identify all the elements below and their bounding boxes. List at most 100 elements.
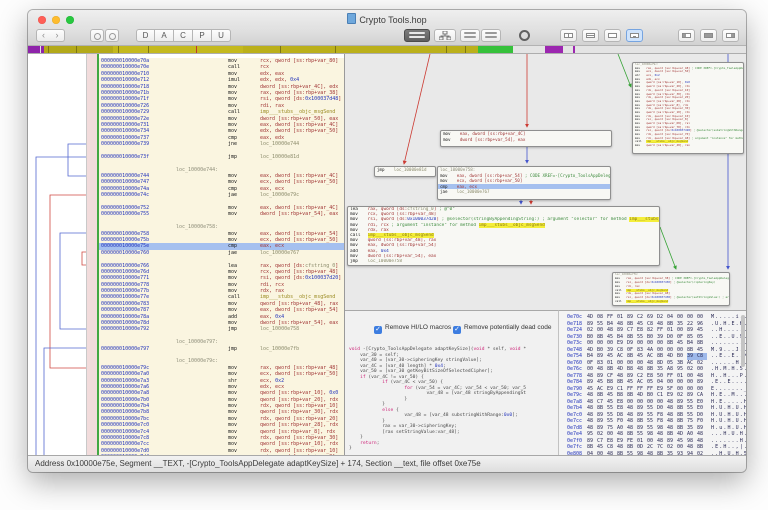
hex-row[interactable]: 0e7d8488975A048895598488B3589H.u.H.U.H.5… xyxy=(567,424,746,431)
hexdump-pane[interactable]: 0e70c4D08FF0189C269D204000000M.....i....… xyxy=(558,310,746,455)
tag-filter-button-2[interactable] xyxy=(481,29,501,42)
hex-row[interactable]: 0e754B48945AC8B45AC8B4DB039C8..E..E..M.9… xyxy=(559,353,746,360)
next-segment-button[interactable] xyxy=(105,29,119,42)
remove-hilo-checkbox[interactable]: ✓Remove HI/LO macros xyxy=(374,323,451,334)
hex-row[interactable]: 0e7784889CF4889C2E850FF010048H..H...P...… xyxy=(567,372,746,379)
listing-mode-toggle-button[interactable] xyxy=(404,29,430,42)
toggle-bottom-panel-button[interactable] xyxy=(700,29,717,42)
prev-segment-button[interactable] xyxy=(90,29,104,42)
view-column-button[interactable] xyxy=(560,29,577,42)
hex-row[interactable]: 0e7cc488955F0488B55F8488B75F0H.U.H.U.H.u… xyxy=(567,418,746,424)
segment-button-c[interactable]: C xyxy=(174,29,193,42)
remove-dead-code-checkbox[interactable]: ✓Remove potentially dead code xyxy=(453,323,551,334)
nav-forward-button[interactable]: › xyxy=(50,29,65,42)
view-split-button[interactable] xyxy=(582,29,599,42)
segment-button-a[interactable]: A xyxy=(155,29,174,42)
hex-row[interactable]: 0e79c488B45B88B4DB0C1E90289CAH.E..M.....… xyxy=(567,392,746,398)
toggle-left-panel-button[interactable] xyxy=(678,29,695,42)
hex-row[interactable]: 0e7600F8301000000488D053BAC02......H..;.… xyxy=(567,359,746,366)
segment-button-u[interactable]: U xyxy=(212,29,231,42)
hex-row[interactable]: 0e72402004889C7E882FF01008945..H........… xyxy=(567,327,746,333)
view-compact-button[interactable] xyxy=(604,29,621,42)
minimize-button[interactable] xyxy=(52,16,60,24)
hex-row[interactable]: 0e730B08B45B48B55B039D00F8505..E..U.9...… xyxy=(567,333,746,340)
tag-filter-button-1[interactable] xyxy=(460,29,480,42)
transform-button[interactable] xyxy=(434,29,456,42)
segment-button-p[interactable]: P xyxy=(193,29,212,42)
hex-row[interactable]: 0e73c000000E9D90000008B45B48B.........E.… xyxy=(567,340,746,346)
hex-scrollbar[interactable] xyxy=(741,315,745,367)
segment-button-d[interactable]: D xyxy=(136,29,155,42)
hex-row[interactable]: 0e7e4950200488B5598488B4DA048...H.U.H.M.… xyxy=(567,431,746,437)
minimap-navigation-bar[interactable] xyxy=(28,46,746,54)
hex-row[interactable]: 0e7fc8B45C8488B0D2C7C0200488B.E.H..,|..H… xyxy=(567,444,746,450)
view-graph-button[interactable] xyxy=(626,29,643,42)
hex-row[interactable]: 0e79045ACE9C1FFFFFFE95F000000E......._..… xyxy=(567,385,746,392)
toggle-right-panel-button[interactable] xyxy=(722,29,739,42)
zoom-button[interactable] xyxy=(66,16,74,24)
hex-row[interactable]: 0e7484DB039C80F834A0000008B45M.9...J....… xyxy=(567,346,746,353)
hex-row[interactable]: 0e7188955B4488B45C8488B352296.U.H.E.H.5"… xyxy=(567,320,746,327)
hex-row[interactable]: 0e8080400488B5598488B35939402..H.U.H.5..… xyxy=(567,450,746,456)
pseudocode-pane[interactable]: ✓Remove HI/LO macros ✓Remove potentially… xyxy=(345,310,558,455)
hex-row[interactable]: 0e7b4488B55E8488955D0488B55E0H.U.H.U.H.U… xyxy=(567,405,746,411)
close-button[interactable] xyxy=(38,16,46,24)
asm-row[interactable]: 000000010000e7d4movrsi, qword [ss:rbp+va… xyxy=(99,454,344,455)
